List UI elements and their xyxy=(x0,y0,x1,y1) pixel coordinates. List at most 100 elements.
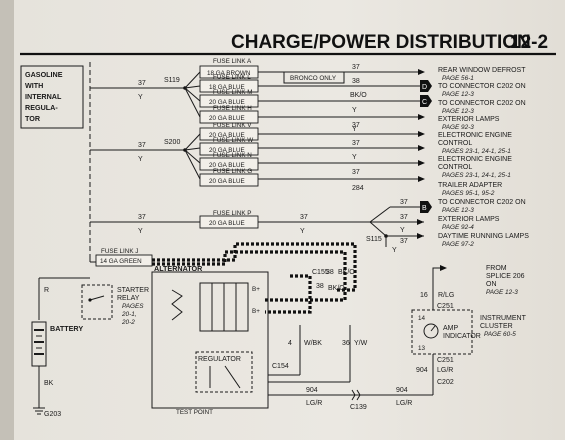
destination-ref: PAGES 23-1, 24-1, 25-1 xyxy=(442,148,511,155)
fan-wire xyxy=(184,71,201,89)
fuse-link-p: FUSE LINK P 20 GA BLUE xyxy=(199,210,259,229)
destination-label: CONTROL xyxy=(438,140,472,147)
fan-wire xyxy=(369,221,387,237)
arrow-icon xyxy=(417,233,424,239)
wire-color: Y xyxy=(352,126,357,133)
fan-wire xyxy=(184,147,201,151)
wire-label: 4 xyxy=(288,340,292,347)
arrow-icon xyxy=(418,114,425,120)
destination-ref: PAGE 12-3 xyxy=(442,91,474,98)
note-line: REGULA- xyxy=(25,103,58,112)
pin-label: 13 xyxy=(418,345,426,352)
connector-c139-icon xyxy=(356,389,361,401)
fuse-link-gauge: 20 GA BLUE xyxy=(209,99,245,106)
destination-label: TO CONNECTOR C202 ON xyxy=(438,83,526,90)
harness-38 xyxy=(152,250,347,302)
fuse-link-name: FUSE LINK N xyxy=(213,152,252,159)
destination-label: TO CONNECTOR C202 ON xyxy=(438,199,526,206)
from-splice-label: FROM xyxy=(486,265,507,272)
destination-label: TO CONNECTOR C202 ON xyxy=(438,100,526,107)
wire-label: 38 xyxy=(352,78,360,85)
fuse-link-name: FUSE LINK M xyxy=(213,89,253,96)
destination-label: DAYTIME RUNNING LAMPS xyxy=(438,233,529,240)
wire-color: Y xyxy=(352,107,357,114)
fuse-link-gauge: 18 GA BLUE xyxy=(209,84,245,91)
wire-label: 904 xyxy=(306,387,318,394)
destination-ref: PAGE 92-3 xyxy=(442,124,474,131)
destination-label: TRAILER ADAPTER xyxy=(438,182,502,189)
destination-ref: PAGE 12-3 xyxy=(442,108,474,115)
from-splice-label: ON xyxy=(486,281,497,288)
fuse-link-name: FUSE LINK J xyxy=(101,248,138,255)
page-title: CHARGE/POWER DISTRIBUTION xyxy=(231,32,531,53)
fuse-link-gauge: 20 GA BLUE xyxy=(209,220,245,227)
wire-label: 37 xyxy=(138,80,146,87)
pin-label: 14 xyxy=(418,315,426,322)
destination-ref: PAGE 97-2 xyxy=(442,241,474,248)
destination-label: EXTERIOR LAMPS xyxy=(438,116,500,123)
destination-label: EXTERIOR LAMPS xyxy=(438,216,500,223)
wire-label: 37 xyxy=(352,140,360,147)
alternator-label: ALTERNATOR xyxy=(154,264,203,273)
fuse-link-gauge: 20 GA BLUE xyxy=(209,115,245,122)
fuse-link-g: FUSE LINK G 20 GA BLUE xyxy=(199,168,259,187)
connector-c139: C139 xyxy=(350,404,367,411)
alternator-box xyxy=(151,271,269,409)
connector-tag-letter: C xyxy=(422,99,427,106)
connector-c202: C202 xyxy=(437,379,454,386)
destination-ref: PAGES 23-1, 24-1, 25-1 xyxy=(442,172,511,179)
splice-s115: S115 xyxy=(366,236,382,243)
fuse-link-name: FUSE LINK W xyxy=(213,137,253,144)
starter-relay-ref: 20-2 xyxy=(121,319,135,326)
instrument-cluster-label: CLUSTER xyxy=(480,323,513,330)
wire-color: Y xyxy=(352,154,357,161)
relay-contact-icon xyxy=(89,295,105,301)
wire-label: 37 xyxy=(400,199,408,206)
arrow-icon xyxy=(418,160,425,166)
amp-gauge-icon xyxy=(423,323,439,339)
wire-label: 37 xyxy=(300,214,308,221)
terminal-label: B+ xyxy=(252,308,260,315)
fuse-link-j: FUSE LINK J 14 GA GREEN xyxy=(95,248,153,267)
fuse-link-name: FUSE LINK A xyxy=(213,58,252,65)
wire-label: 37 xyxy=(400,214,408,221)
wire-color: BK/O xyxy=(350,92,367,99)
amp-needle xyxy=(430,325,436,332)
starter-relay-label: RELAY xyxy=(117,295,140,302)
note-line: GASOLINE xyxy=(25,70,63,79)
wire-color: Y xyxy=(392,247,397,254)
destination-label: ELECTRONIC ENGINE xyxy=(438,132,512,139)
fuse-link-gauge: 20 GA BLUE xyxy=(209,132,245,139)
harness-38b xyxy=(265,274,312,314)
note-line: INTERNAL xyxy=(25,92,62,101)
wire-color: Y xyxy=(400,227,405,234)
wire-label: 38 xyxy=(326,269,334,276)
wire-color: LG/R xyxy=(396,400,412,407)
fuse-link-name: FUSE LINK H xyxy=(213,105,252,112)
wire-color: LG/R xyxy=(306,400,322,407)
wire-label: 37 xyxy=(352,169,360,176)
regulator-line xyxy=(224,365,241,389)
fuse-link-gauge: 14 GA GREEN xyxy=(100,258,142,265)
wire-label: 37 xyxy=(352,122,360,129)
wire-label: 37 xyxy=(138,214,146,221)
arrow-icon xyxy=(417,219,424,225)
arrow-icon xyxy=(418,176,425,182)
fan-wire xyxy=(184,87,201,118)
fan-wire xyxy=(184,149,201,180)
instrument-cluster-label: INSTRUMENT xyxy=(480,315,527,322)
wire-color: R xyxy=(44,287,49,294)
wire-color: W/BK xyxy=(304,340,322,347)
wire-color: Y xyxy=(138,156,143,163)
fuse-link-gauge: 20 GA BLUE xyxy=(209,162,245,169)
destination-label: ELECTRONIC ENGINE xyxy=(438,156,512,163)
starter-relay-box xyxy=(81,284,113,320)
wire-color: Y/W xyxy=(354,340,368,347)
splice-s200: S200 xyxy=(164,139,180,146)
fuse-link-name: FUSE LINK G xyxy=(213,168,252,175)
starter-relay-ref: 20-1, xyxy=(121,311,137,318)
wire-color: Y xyxy=(138,94,143,101)
arrow-icon xyxy=(418,69,425,75)
wire-16 xyxy=(432,267,443,310)
connector-c155: C155 xyxy=(312,269,329,276)
